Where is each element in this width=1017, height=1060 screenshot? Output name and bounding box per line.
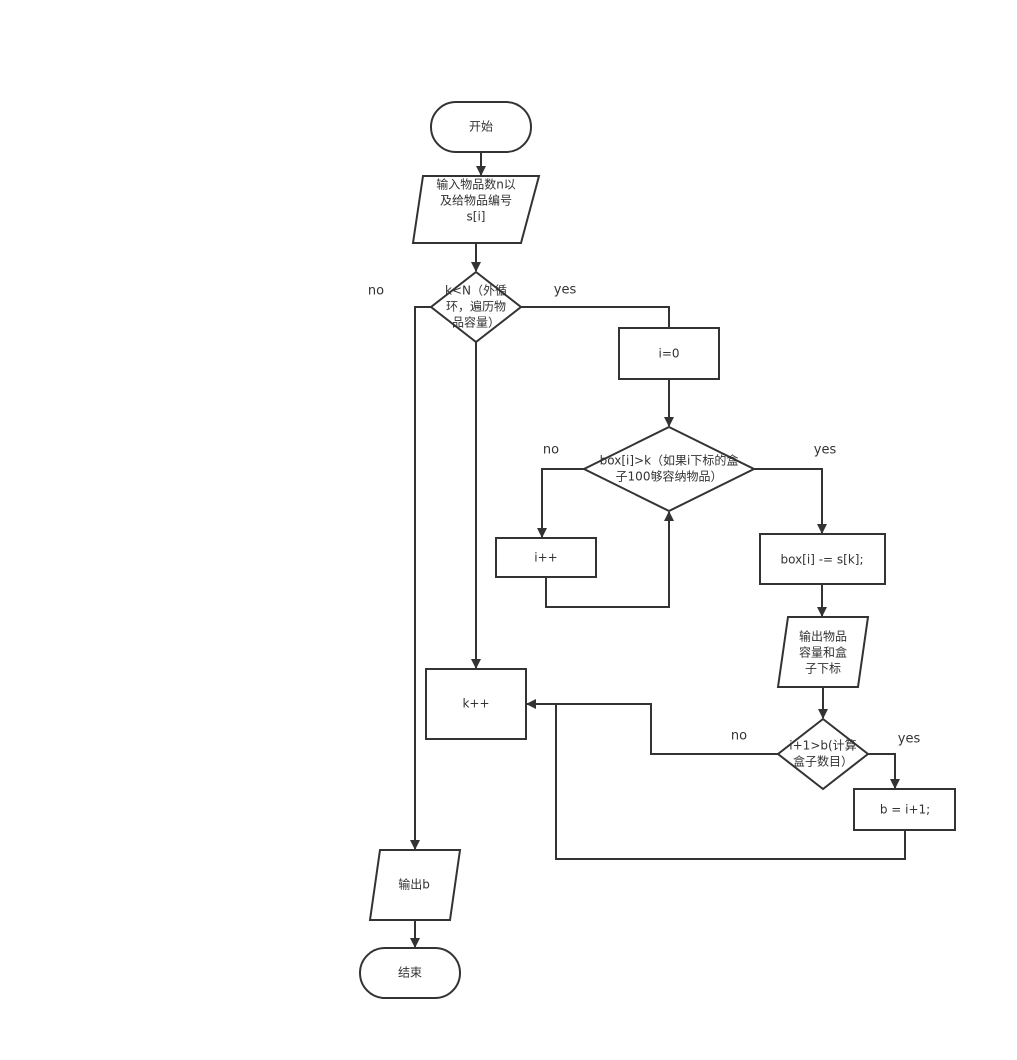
node-outer-line: 品容量） — [452, 315, 500, 330]
node-output-item-line: 输出物品 — [799, 629, 847, 644]
count-no-label: no — [731, 729, 747, 744]
node-init-i: i=0 — [618, 327, 720, 380]
node-input-line: 及给物品编号 — [440, 193, 512, 208]
edge-outer-yes — [521, 306, 670, 328]
node-init-i-label: i=0 — [658, 347, 679, 361]
edge-count-no — [526, 699, 778, 755]
node-outer-condition: k<N（外循 环，遍历物 品容量） — [429, 270, 523, 344]
edge-count-yes — [868, 753, 900, 789]
node-subtract: box[i] -= s[k]; — [759, 533, 886, 585]
edges — [410, 152, 906, 948]
node-end: 结束 — [359, 947, 461, 999]
outer-yes-label: yes — [554, 283, 577, 298]
edge-setb-loop — [555, 704, 906, 860]
node-box-condition: box[i]>k（如果i下标的盒 子100够容纳物品） — [581, 425, 757, 513]
box-no-label: no — [543, 443, 559, 458]
box-yes-label: yes — [814, 443, 837, 458]
node-subtract-label: box[i] -= s[k]; — [780, 553, 863, 567]
node-output-item-line: 容量和盒 — [799, 645, 847, 660]
node-end-label: 结束 — [398, 966, 422, 980]
node-start-label: 开始 — [469, 120, 493, 134]
edge-box-no — [537, 468, 584, 538]
node-output-item-line: 子下标 — [805, 662, 841, 676]
node-inc-k-label: k++ — [462, 697, 489, 711]
node-inc-i-label: i++ — [534, 551, 557, 565]
node-start: 开始 — [430, 101, 532, 153]
node-count-line: i+1>b(计算 — [789, 738, 856, 753]
node-outer-line: 环，遍历物 — [446, 300, 506, 314]
node-inc-k: k++ — [425, 668, 527, 740]
edge-box-yes — [754, 468, 827, 534]
node-input: 输入物品数n以 及给物品编号 s[i] — [411, 175, 541, 244]
node-output-item: 输出物品 容量和盒 子下标 — [776, 616, 870, 688]
node-inc-i: i++ — [495, 537, 597, 578]
outer-no-label: no — [368, 284, 384, 299]
count-yes-label: yes — [898, 732, 921, 747]
node-count-line: 盒子数目） — [793, 754, 853, 769]
node-input-line: s[i] — [467, 210, 486, 224]
node-count-condition: i+1>b(计算 盒子数目） — [776, 717, 870, 791]
node-set-b: b = i+1; — [853, 788, 956, 831]
node-input-line: 输入物品数n以 — [436, 177, 516, 192]
node-set-b-label: b = i+1; — [880, 803, 930, 817]
node-box-line: 子100够容纳物品） — [616, 469, 723, 484]
node-output-b-label: 输出b — [398, 877, 430, 892]
node-box-line: box[i]>k（如果i下标的盒 — [600, 453, 739, 468]
edge-inc-i-loop — [545, 511, 674, 608]
node-output-b: 输出b — [368, 849, 462, 921]
node-outer-line: k<N（外循 — [445, 284, 507, 298]
edge-outer-no — [410, 306, 431, 850]
